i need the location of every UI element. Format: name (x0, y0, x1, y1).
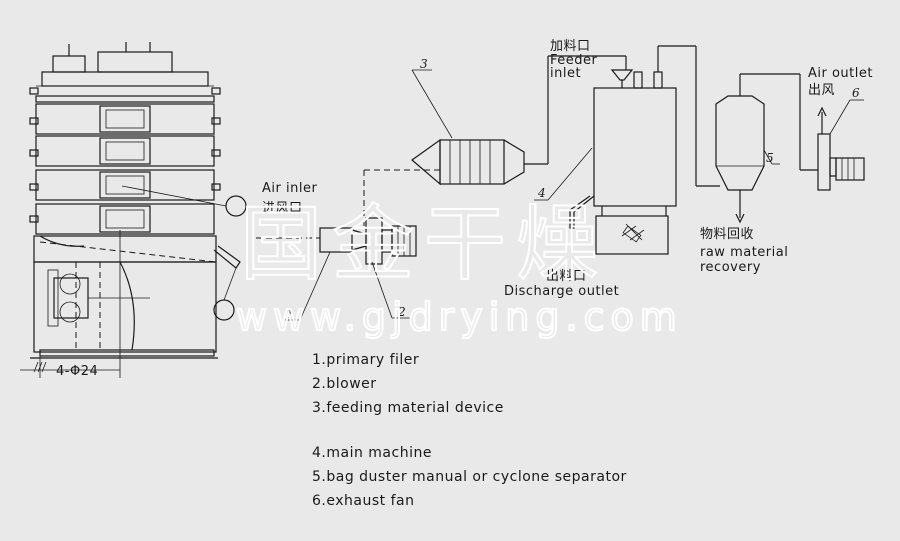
callout-6: 6 (852, 86, 860, 100)
callout-2: 2 (397, 305, 406, 319)
air-outlet-label: Air outlet (808, 66, 873, 81)
air-outlet-cn-label: 出风 (808, 83, 835, 98)
exhaust-fan (817, 99, 865, 191)
recovery-en-label-1: raw material (700, 245, 788, 260)
cyclone-separator (715, 73, 818, 224)
feeder-en-label-2: inlet (550, 66, 581, 81)
recovery-en-label-2: recovery (700, 260, 761, 275)
main-machine-elevation (20, 42, 247, 378)
recovery-cn-label: 物料回收 (700, 227, 754, 242)
primary-filter-and-blower (256, 169, 440, 321)
callout-5: 5 (766, 151, 774, 165)
feeder-cn-label: 加料口 (550, 39, 591, 54)
watermark-url: www.gjdrying.com (236, 295, 683, 339)
legend-item-primary-filter: 1.primary filer (312, 352, 420, 368)
discharge-cn-label: 出料口 (546, 269, 587, 284)
air-inlet-cn-label: 进风口 (262, 201, 303, 216)
bolt-spec-label: 4-Φ24 (56, 364, 98, 379)
legend-item-exhaust-fan: 6.exhaust fan (312, 493, 415, 509)
legend-item-main-machine: 4.main machine (312, 445, 432, 461)
feeder-en-label-1: Feeder (550, 53, 598, 68)
callout-1: 1 (286, 307, 294, 321)
legend-item-bag-duster: 5.bag duster manual or cyclone separator (312, 469, 627, 485)
callout-4: 4 (537, 186, 546, 200)
legend-item-blower: 2.blower (312, 376, 377, 392)
legend-item-feeding-device: 3.feeding material device (312, 400, 504, 416)
watermark-cn: 国金干燥 (240, 197, 608, 292)
air-inlet-label: Air inler (262, 181, 317, 196)
callout-3: 3 (420, 57, 428, 71)
feeding-device (411, 55, 627, 186)
discharge-en-label: Discharge outlet (504, 284, 619, 299)
main-drying-machine (534, 45, 720, 255)
